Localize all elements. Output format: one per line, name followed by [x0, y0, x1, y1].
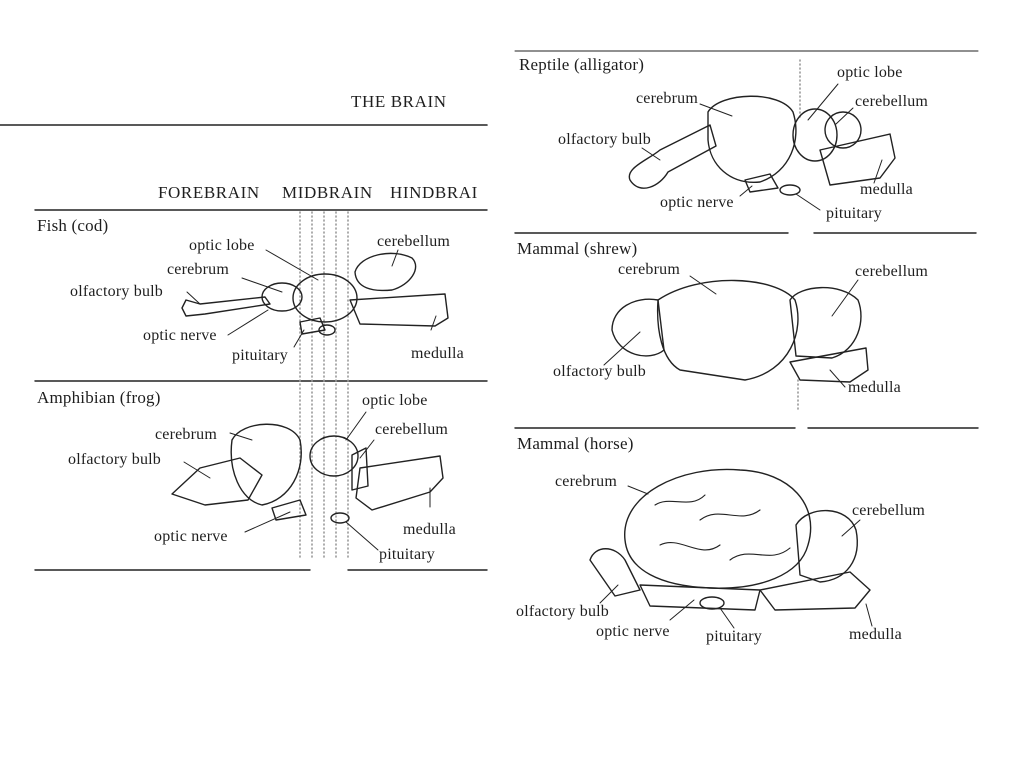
reptile-label-cerebrum: cerebrum — [636, 90, 699, 107]
horse-label-pituitary: pituitary — [706, 628, 763, 645]
region-midbrain: MIDBRAIN — [282, 183, 373, 202]
frog-label-medulla: medulla — [403, 521, 456, 538]
fish-label-pituitary: pituitary — [232, 347, 289, 364]
midbrain-band — [299, 59, 801, 561]
frog-leader-lines — [183, 411, 431, 551]
shrew-cerebrum-shape — [656, 279, 799, 381]
shrew-medulla-shape — [789, 347, 869, 383]
fish-olfactory-tract — [181, 296, 271, 317]
horse-label-cerebrum: cerebrum — [555, 473, 618, 490]
frog-cerebrum-shape — [230, 423, 302, 506]
fish-label-olfactory-bulb: olfactory bulb — [70, 283, 163, 300]
reptile-label-optic-nerve: optic nerve — [660, 194, 734, 211]
fish-cerebellum-shape — [354, 252, 417, 292]
reptile-olfactory-bulb-shape — [628, 124, 717, 189]
reptile-panel-title: Reptile (alligator) — [519, 55, 645, 74]
frog-olfactory-bulb-shape — [171, 457, 263, 506]
horse-brainstem-shape — [639, 584, 761, 611]
reptile-optic-lobe-shape — [792, 108, 838, 162]
reptile-label-optic-lobe: optic lobe — [837, 64, 903, 81]
fish-brain-drawing — [181, 252, 449, 336]
reptile-label-olfactory-bulb: olfactory bulb — [558, 131, 651, 148]
frog-optic-lobe-shape — [309, 435, 359, 477]
fish-label-optic-nerve: optic nerve — [143, 327, 217, 344]
fish-panel-title: Fish (cod) — [37, 216, 109, 235]
fish-optic-lobe-shape — [292, 273, 358, 323]
fish-label-cerebrum: cerebrum — [167, 261, 230, 278]
shrew-olfactory-bulb-shape — [611, 298, 665, 357]
page-title: THE BRAIN — [351, 92, 447, 111]
reptile-cerebellum-shape — [824, 111, 862, 149]
horse-label-cerebellum: cerebellum — [852, 502, 926, 519]
reptile-leader-lines — [641, 83, 883, 211]
fish-label-optic-lobe: optic lobe — [189, 237, 255, 254]
horse-label-olfactory-bulb: olfactory bulb — [516, 603, 609, 620]
reptile-medulla-shape — [819, 133, 896, 186]
shrew-label-medulla: medulla — [848, 379, 901, 396]
frog-label-olfactory-bulb: olfactory bulb — [68, 451, 161, 468]
shrew-label-cerebrum: cerebrum — [618, 261, 681, 278]
horse-label-optic-nerve: optic nerve — [596, 623, 670, 640]
horse-cerebrum-shape — [624, 468, 812, 589]
horse-panel-title: Mammal (horse) — [517, 434, 634, 453]
shrew-panel-title: Mammal (shrew) — [517, 239, 638, 258]
fish-cerebrum-shape — [261, 282, 303, 312]
frog-label-cerebrum: cerebrum — [155, 426, 218, 443]
frog-cerebellum-shape — [351, 447, 369, 491]
fish-label-medulla: medulla — [411, 345, 464, 362]
shrew-brain-drawing — [611, 279, 869, 383]
frog-label-cerebellum: cerebellum — [375, 421, 449, 438]
region-forebrain: FOREBRAIN — [158, 183, 260, 202]
horse-gyri — [654, 494, 791, 561]
horse-label-medulla: medulla — [849, 626, 902, 643]
frog-optic-nerve-shape — [271, 499, 307, 521]
reptile-label-pituitary: pituitary — [826, 205, 883, 222]
horse-pituitary-shape — [699, 596, 725, 610]
reptile-pituitary-shape — [779, 184, 801, 196]
fish-optic-nerve-shape — [299, 317, 326, 335]
frog-label-optic-nerve: optic nerve — [154, 528, 228, 545]
reptile-cerebrum-shape — [707, 95, 797, 183]
shrew-label-cerebellum: cerebellum — [855, 263, 929, 280]
shrew-cerebellum-shape — [789, 286, 862, 359]
horse-brain-drawing — [589, 468, 871, 611]
horse-leader-lines — [599, 485, 873, 629]
frog-label-optic-lobe: optic lobe — [362, 392, 428, 409]
region-hindbrain: HINDBRAI — [390, 183, 478, 202]
frog-label-pituitary: pituitary — [379, 546, 436, 563]
reptile-optic-nerve-shape — [744, 173, 779, 193]
reptile-label-medulla: medulla — [860, 181, 913, 198]
reptile-brain-drawing — [628, 95, 896, 196]
horse-cerebellum-shape — [795, 509, 858, 583]
horse-medulla-shape — [759, 571, 871, 611]
frog-pituitary-shape — [330, 512, 350, 524]
fish-pituitary-shape — [318, 324, 336, 336]
fish-label-cerebellum: cerebellum — [377, 233, 451, 250]
shrew-leader-lines — [603, 275, 859, 388]
fish-medulla-shape — [349, 293, 449, 327]
fish-leader-lines — [186, 249, 437, 348]
frog-panel-title: Amphibian (frog) — [37, 388, 161, 407]
horse-olfactory-bulb-shape — [589, 548, 641, 597]
shrew-label-olfactory-bulb: olfactory bulb — [553, 363, 646, 380]
reptile-label-cerebellum: cerebellum — [855, 93, 929, 110]
